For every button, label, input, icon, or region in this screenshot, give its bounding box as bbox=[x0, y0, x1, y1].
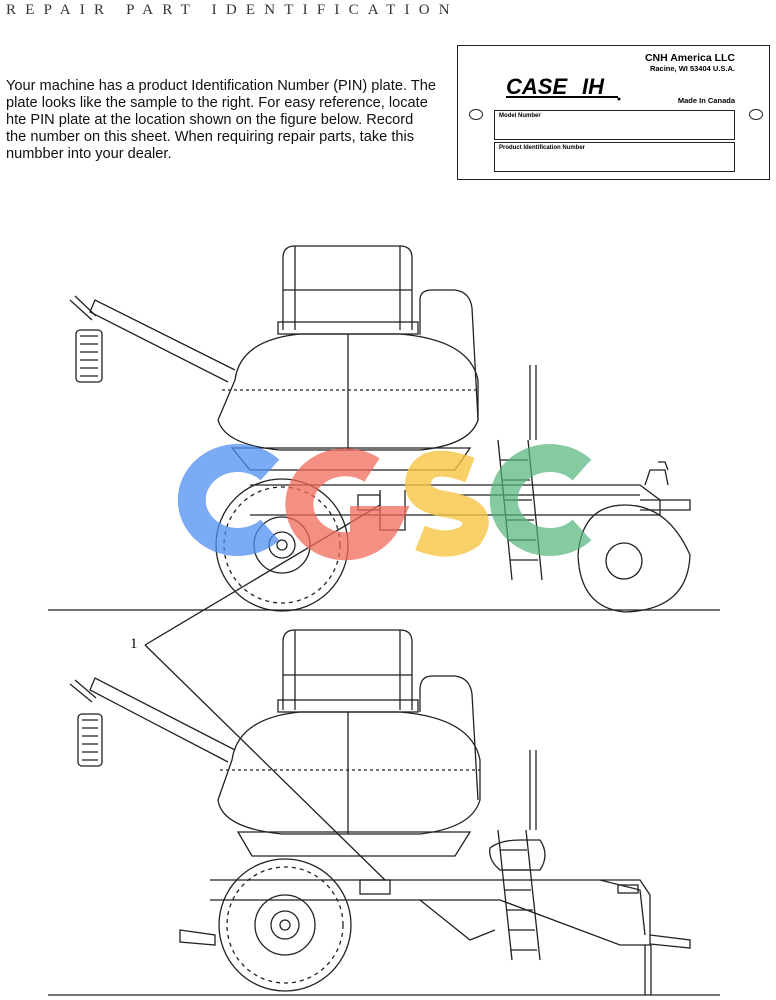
watermark-letter-s bbox=[405, 450, 489, 557]
page-title: REPAIR PART IDENTIFICATION bbox=[6, 2, 459, 18]
watermark-letter-c1 bbox=[177, 444, 280, 556]
pin-plate-made-in: Made In Canada bbox=[677, 96, 735, 105]
watermark-letter-g bbox=[285, 448, 410, 561]
callout-number: 1 bbox=[130, 636, 138, 652]
intro-paragraph: Your machine has a product Identificatio… bbox=[6, 78, 436, 162]
pin-plate-company: CNH America LLC bbox=[644, 52, 735, 64]
svg-text:IH: IH bbox=[582, 74, 605, 99]
model-number-field: Model Number bbox=[494, 110, 735, 140]
plate-hole-left bbox=[469, 109, 483, 120]
pin-plate-sample: CNH America LLC Racine, WI 53404 U.S.A. … bbox=[457, 45, 770, 180]
watermark-letter-c2 bbox=[489, 444, 592, 556]
callout-leader-lines bbox=[144, 504, 386, 881]
pin-number-label: Product Identification Number bbox=[499, 145, 586, 151]
plate-hole-right bbox=[749, 109, 763, 120]
pin-number-field: Product Identification Number bbox=[494, 142, 735, 172]
pin-plate-address: Racine, WI 53404 U.S.A. bbox=[649, 64, 735, 73]
svg-text:CASE: CASE bbox=[506, 74, 568, 99]
air-cart-bottom-view bbox=[48, 629, 720, 996]
model-number-label: Model Number bbox=[499, 113, 541, 119]
case-ih-logo: CASE IH bbox=[506, 74, 621, 101]
